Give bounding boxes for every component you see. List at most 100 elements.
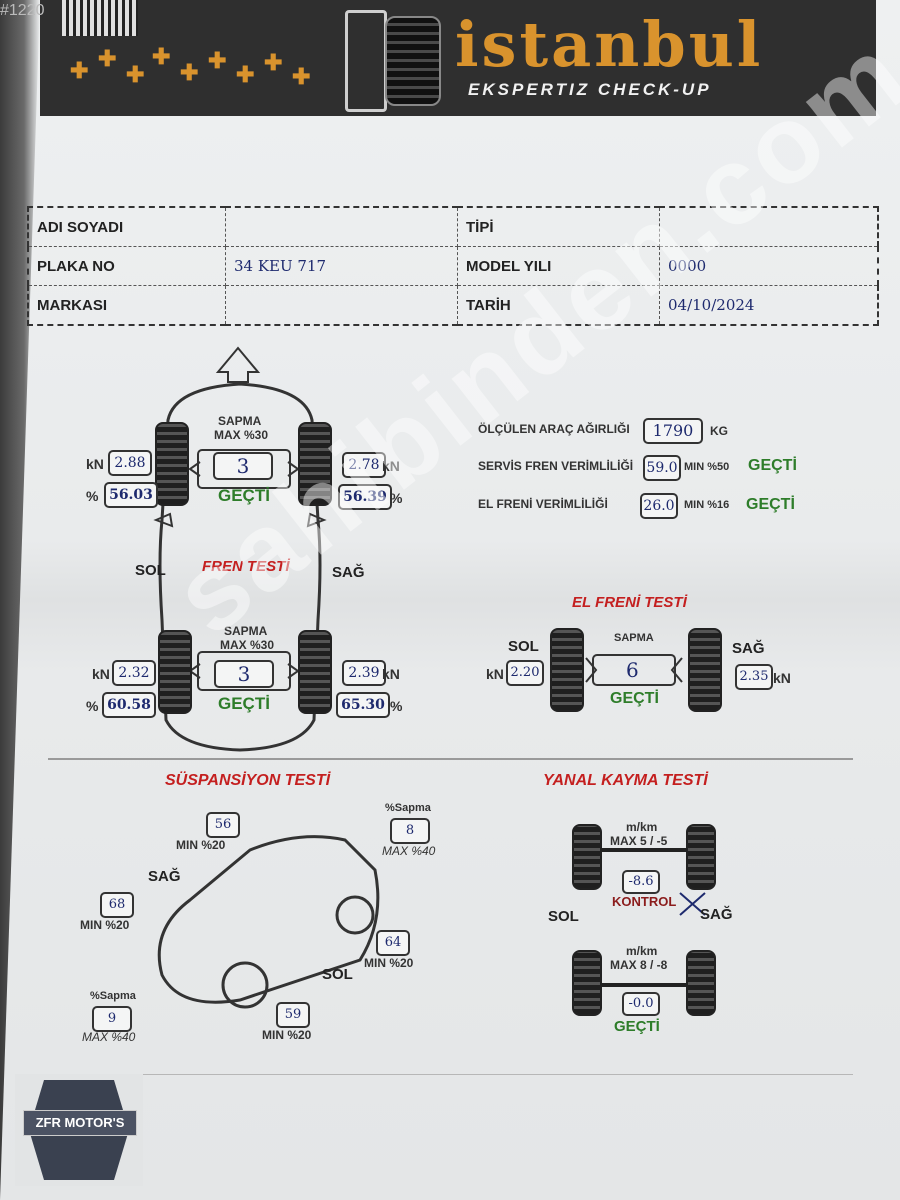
suspension-car-icon [157, 835, 380, 1004]
percent-unit-label: % [390, 698, 403, 714]
brand-subtitle: EKSPERTIZ CHECK-UP [468, 80, 712, 99]
lateral-axle-icon [600, 848, 700, 987]
el-sapma-value: 6 [626, 658, 639, 682]
plus-decoration-icon: ✚ [180, 60, 199, 85]
susp-sapma-bottom-label: %Sapma [90, 990, 136, 1002]
weight-unit: KG [710, 424, 728, 438]
vehicle-info-table: ADI SOYADI TİPİ PLAKA NO 34 KEU 717 MODE… [27, 206, 879, 326]
tyre-front-left-icon [155, 422, 189, 506]
cross-mark-icon [679, 892, 706, 916]
plus-decoration-icon: ✚ [98, 46, 117, 71]
table-row: ADI SOYADI TİPİ [27, 206, 879, 247]
kn-unit-label: kN [92, 666, 110, 682]
susp-sapma-top-max: MAX %40 [382, 844, 436, 858]
servis-value: 59.0 [643, 455, 681, 481]
susp-rear-right-value: 68 [100, 892, 134, 918]
kn-unit-label: kN [86, 456, 104, 472]
handbrake-axle-box [592, 654, 676, 686]
plus-decoration-icon: ✚ [208, 48, 227, 73]
tipi-label: TİPİ [457, 206, 660, 247]
front-brake-result: GEÇTİ [218, 486, 270, 505]
rear-right-kn: 2.39 [342, 660, 386, 686]
handbrake-arrows-icon [585, 657, 683, 683]
zfr-logo-text: ZFR MOTOR'S [23, 1110, 137, 1136]
susp-sol-label: SOL [322, 966, 353, 983]
el-left-kn: 2.20 [506, 660, 544, 686]
yanal-front-value: -8.6 [622, 870, 660, 894]
model-yili-value: 0000 [659, 246, 879, 286]
tarih-value: 04/10/2024 [659, 285, 879, 326]
corner-number: #1220 [0, 2, 45, 19]
bottom-divider [48, 1074, 853, 1075]
plus-decoration-icon: ✚ [152, 44, 171, 69]
yanal-rear-unit: m/km [626, 944, 658, 958]
qr-code-icon [62, 0, 138, 36]
front-right-kn: 2.78 [342, 452, 386, 478]
tyre-lateral-icon [572, 824, 602, 890]
table-row: PLAKA NO 34 KEU 717 MODEL YILI 0000 [27, 246, 879, 286]
susp-front-left-min: MIN %20 [364, 956, 414, 970]
susp-sapma-bottom-max: MAX %40 [82, 1030, 136, 1044]
yanal-front-unit: m/km [626, 820, 658, 834]
zfr-motors-logo: ZFR MOTOR'S [15, 1074, 143, 1186]
suspansiyon-title: SÜSPANSİYON TESTİ [165, 772, 331, 789]
brand-title: istanbul [455, 8, 764, 81]
car-wheel-icon [335, 895, 375, 935]
percent-unit-label: % [390, 490, 403, 506]
el-label: EL FRENİ VERİMLİLİĞİ [478, 497, 608, 511]
servis-min: MIN %50 [684, 461, 730, 473]
percent-unit-label: % [86, 488, 99, 504]
plus-decoration-icon: ✚ [126, 62, 145, 87]
yanal-front-max: MAX 5 / -5 [610, 834, 668, 848]
susp-front-right-min: MIN %20 [176, 838, 226, 852]
el-min: MIN %16 [684, 499, 730, 511]
model-yili-label: MODEL YILI [457, 246, 660, 286]
markasi-value [225, 285, 458, 326]
plus-decoration-icon: ✚ [70, 58, 89, 83]
kn-unit-label: kN [486, 666, 504, 682]
tyre-lateral-icon [686, 824, 716, 890]
plus-decoration-icon: ✚ [292, 64, 311, 89]
markasi-label: MARKASI [27, 285, 226, 326]
plus-decoration-icon: ✚ [236, 62, 255, 87]
rear-right-pct: 65.30 [336, 692, 390, 718]
tyre-front-right-icon [298, 422, 332, 506]
car-outline-icon [158, 382, 322, 752]
susp-sapma-top-label: %Sapma [385, 802, 431, 814]
kn-unit-label: kN [382, 458, 400, 474]
susp-sapma-bottom-value: 9 [92, 1006, 132, 1032]
plaka-no-value: 34 KEU 717 [225, 246, 458, 286]
el-right-kn: 2.35 [735, 664, 773, 690]
kn-unit-label: kN [773, 670, 791, 686]
tarih-label: TARİH [457, 285, 660, 326]
el-freni-result: GEÇTİ [610, 690, 659, 707]
table-row: MARKASI TARİH 04/10/2024 [27, 285, 879, 326]
header-banner: ✚ ✚ ✚ ✚ ✚ ✚ ✚ ✚ ✚ [40, 0, 876, 116]
fren-testi-title: FREN TESTİ [202, 558, 290, 575]
rear-axle-box [197, 651, 291, 691]
tyre-rear-left-icon [158, 630, 192, 714]
susp-sag-label: SAĞ [148, 868, 181, 885]
tyre-logo-icon [385, 16, 441, 106]
sol-label: SOL [135, 562, 166, 579]
front-sapma-max: MAX %30 [214, 428, 269, 442]
rear-sapma-label: SAPMA [224, 624, 268, 638]
yanal-sag-label: SAĞ [700, 906, 733, 923]
el-sapma-label: SAPMA [614, 632, 654, 644]
front-right-pct: 56.39 [338, 484, 392, 510]
front-sapma-value: 3 [213, 452, 273, 480]
plus-decoration-icon: ✚ [264, 50, 283, 75]
susp-front-left-value: 64 [376, 930, 410, 956]
el-sag-label: SAĞ [732, 640, 765, 657]
rear-left-kn: 2.32 [112, 660, 156, 686]
front-axle-box [197, 449, 291, 489]
yanal-sol-label: SOL [548, 908, 579, 925]
tyre-handbrake-right-icon [688, 628, 722, 712]
el-value: 26.0 [640, 493, 678, 519]
susp-sapma-top-value: 8 [390, 818, 430, 844]
rear-brake-result: GEÇTİ [218, 694, 270, 713]
el-sol-label: SOL [508, 638, 539, 655]
sag-label: SAĞ [332, 564, 365, 581]
el-freni-title: EL FRENİ TESTİ [572, 594, 687, 611]
susp-rear-left-value: 59 [276, 1002, 310, 1028]
